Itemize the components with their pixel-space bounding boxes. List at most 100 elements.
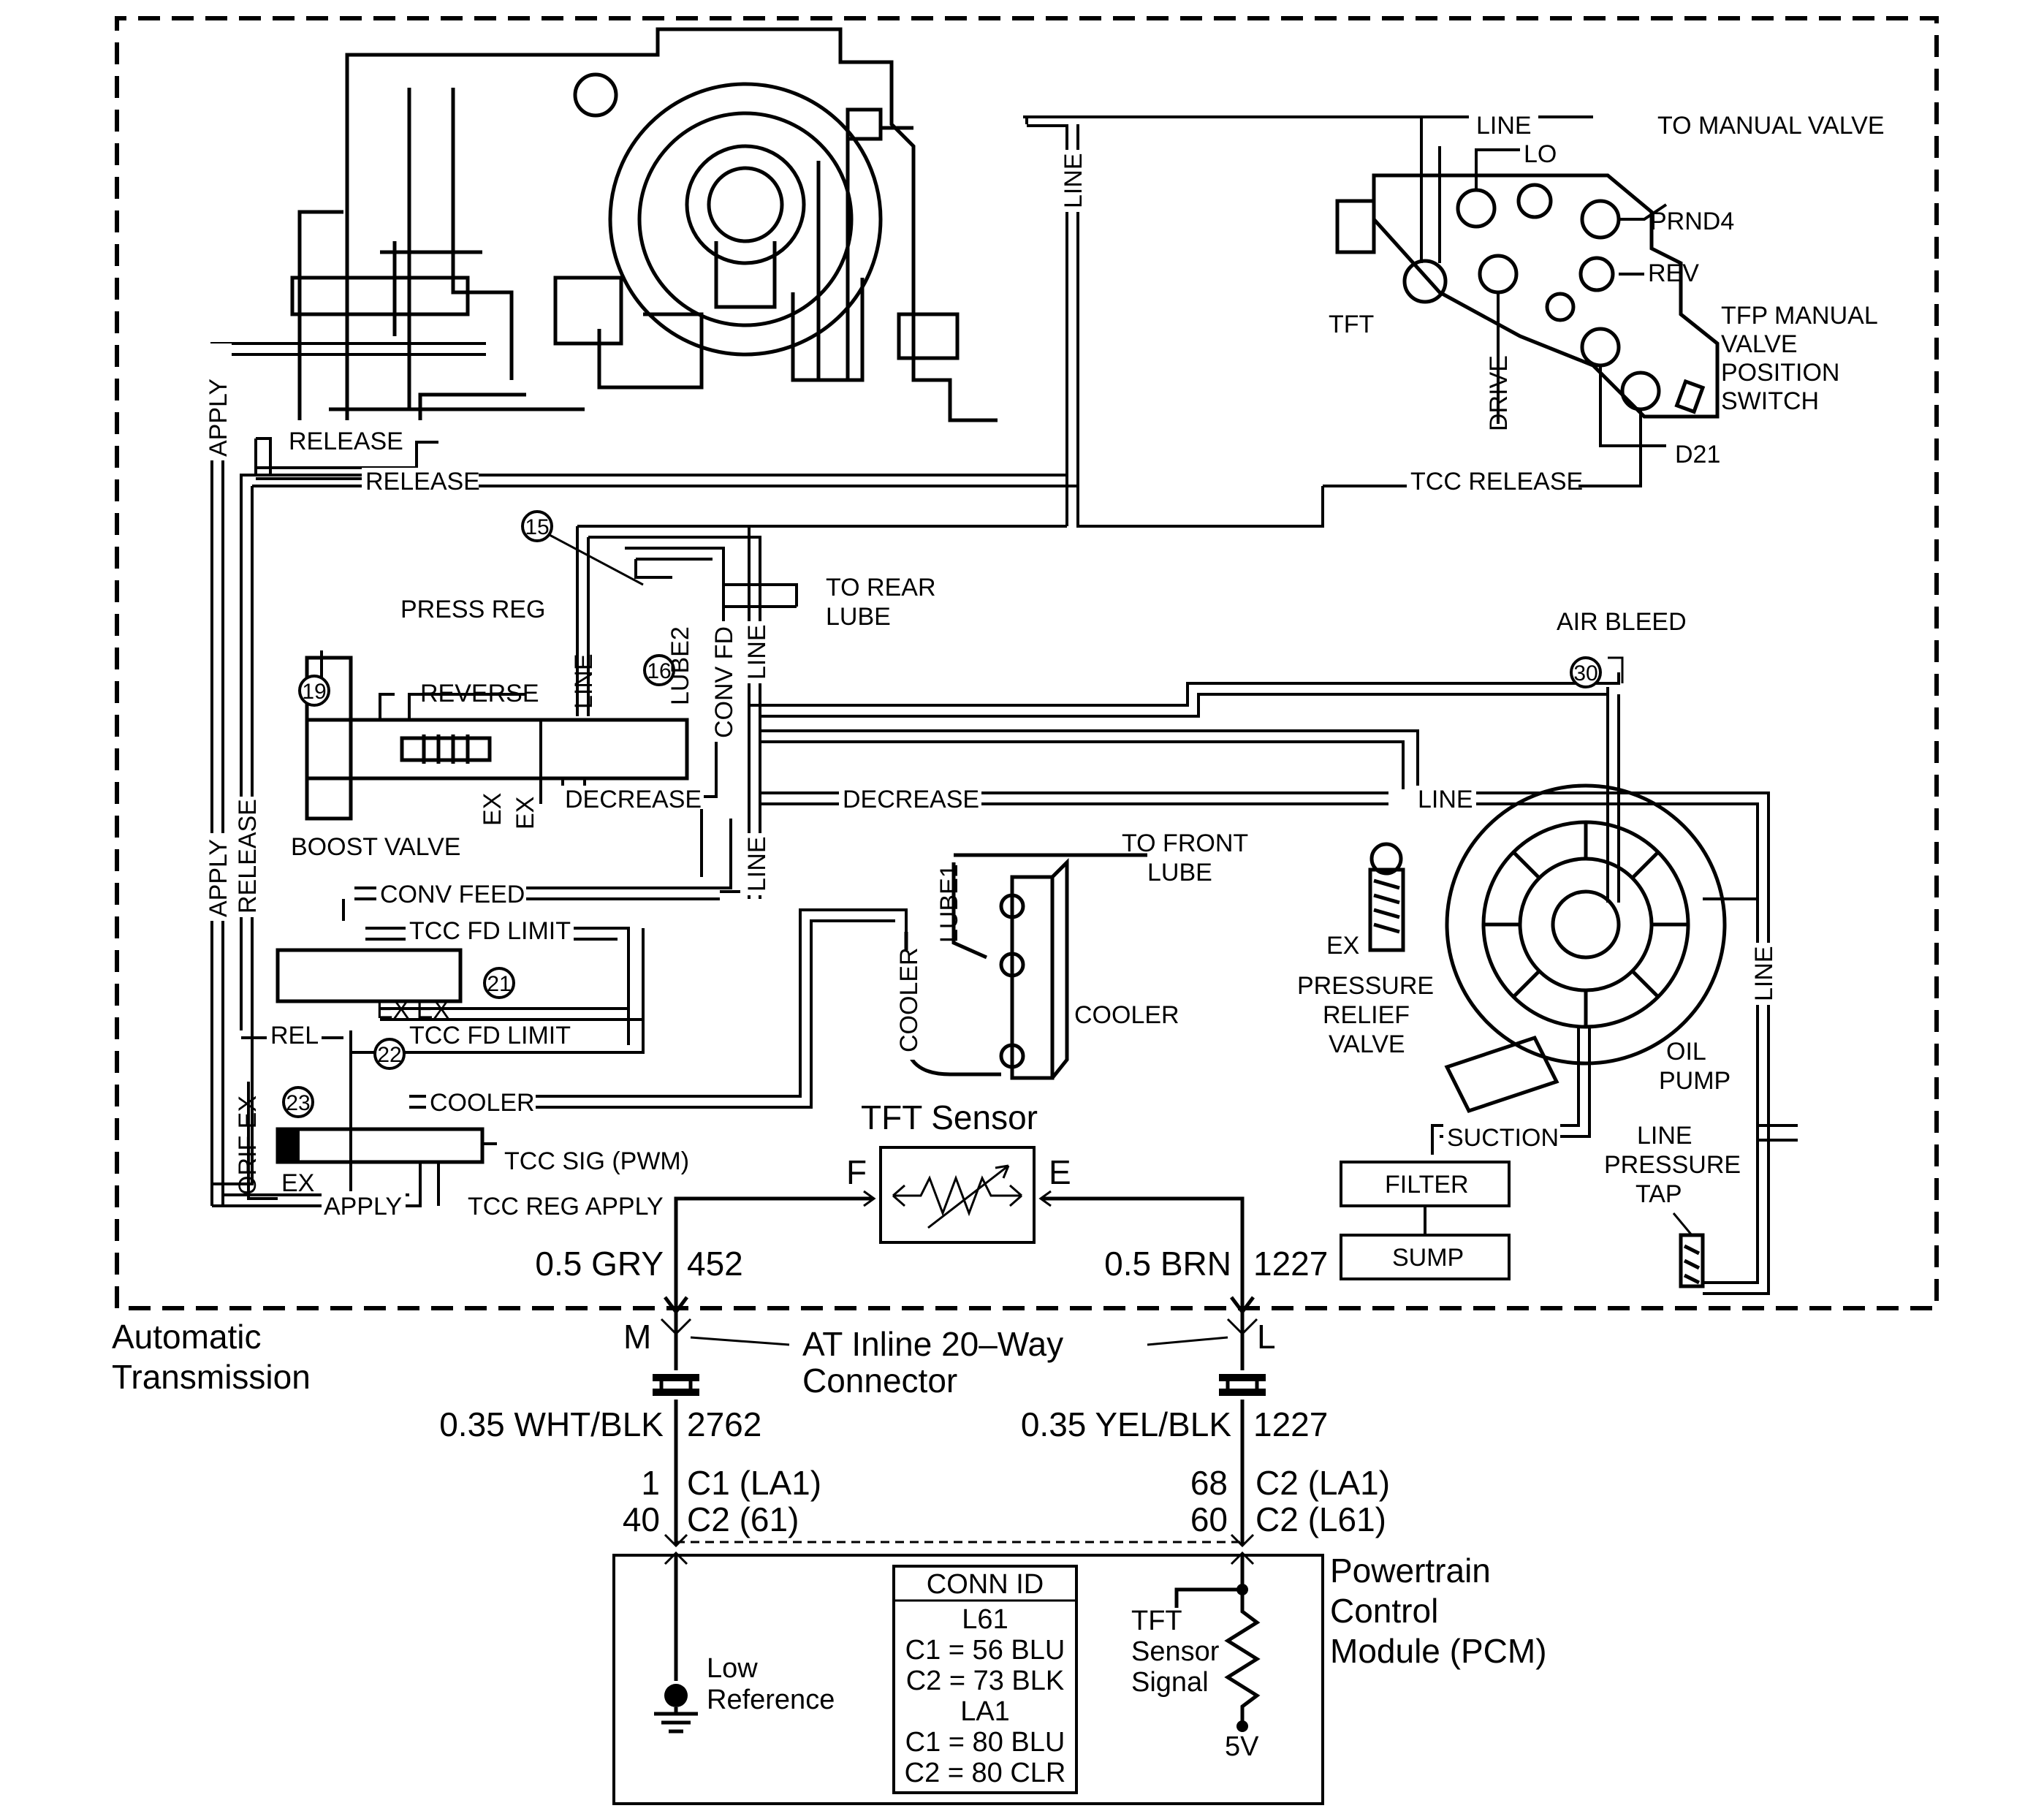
label-release-mid: RELEASE bbox=[365, 468, 480, 496]
pcm-title-3: Module (PCM) bbox=[1330, 1632, 1547, 1670]
label-ex-bottom: EX bbox=[281, 1169, 314, 1197]
low-reference-2: Reference bbox=[707, 1685, 835, 1715]
label-to-rear-lube-2: LUBE bbox=[826, 603, 891, 631]
callouts: 15 16 19 21 22 23 30 bbox=[282, 510, 1602, 1118]
wire-labels: 0.5 GRY 452 0.5 BRN 1227 M L AT Inline 2… bbox=[112, 1245, 1390, 1538]
label-ex-relief: EX bbox=[1326, 932, 1359, 960]
pcm-right-pin-2: 60 bbox=[1190, 1500, 1228, 1538]
label-tft: TFT bbox=[1329, 311, 1374, 338]
label-line-pressure-tap-1: LINE bbox=[1637, 1122, 1692, 1150]
label-line-pressure-tap-3: TAP bbox=[1635, 1180, 1682, 1208]
label-orif-ex: ORIF EX bbox=[234, 1096, 262, 1195]
label-reverse: REVERSE bbox=[420, 680, 539, 707]
connector-label-1: AT Inline 20–Way bbox=[802, 1325, 1063, 1363]
hydraulic-labels: LINE TO MANUAL VALVE LO PRND4 REV TFT DR… bbox=[201, 110, 1894, 1272]
label-line-right: LINE bbox=[1418, 786, 1473, 813]
tft-signal-2: Sensor bbox=[1131, 1636, 1220, 1667]
label-line-vertical: LINE bbox=[1060, 153, 1087, 208]
connector-pin-m: M bbox=[623, 1318, 651, 1356]
label-tfp-switch-1: TFP MANUAL bbox=[1721, 302, 1878, 330]
label-ex-2: EX bbox=[512, 797, 539, 829]
pcm-left-pin-1: 1 bbox=[641, 1464, 660, 1502]
label-to-manual-valve: TO MANUAL VALVE bbox=[1657, 112, 1885, 140]
tfp-manual-valve-switch bbox=[1023, 115, 1720, 487]
pcm-right-pin-1: 68 bbox=[1190, 1464, 1228, 1502]
label-cooler-vertical: COOLER bbox=[895, 947, 923, 1052]
voltage-5v: 5V bbox=[1225, 1731, 1259, 1762]
transmission-label-1: Automatic bbox=[112, 1318, 262, 1356]
label-tcc-sig: TCC SIG (PWM) bbox=[504, 1147, 689, 1175]
label-line-conv: LINE bbox=[743, 624, 771, 680]
label-pressure-relief-1: PRESSURE bbox=[1297, 972, 1434, 1000]
label-line-far-right: LINE bbox=[1750, 946, 1778, 1001]
label-conv-fd: CONV FD bbox=[710, 626, 738, 738]
label-drive: DRIVE bbox=[1485, 355, 1513, 431]
tft-signal-1: TFT bbox=[1131, 1606, 1182, 1636]
label-line-pressure-tap-2: PRESSURE bbox=[1604, 1151, 1741, 1179]
label-cooler-device: COOLER bbox=[1074, 1001, 1179, 1029]
wire-left-lower-color: 0.35 WHT/BLK bbox=[439, 1405, 664, 1443]
sensor-pin-e: E bbox=[1049, 1153, 1071, 1191]
inline-connector-left-icon bbox=[653, 1374, 699, 1396]
label-sump: SUMP bbox=[1392, 1244, 1464, 1272]
wire-left-upper-circuit: 452 bbox=[687, 1245, 743, 1283]
wire-right-lower-circuit: 1227 bbox=[1253, 1405, 1328, 1443]
conn-id-row-1: L61 bbox=[962, 1604, 1008, 1635]
label-tfp-switch-2: VALVE bbox=[1721, 330, 1798, 358]
label-lube2: LUBE2 bbox=[666, 626, 694, 705]
label-rel: REL bbox=[270, 1022, 319, 1049]
connector-label-2: Connector bbox=[802, 1362, 957, 1400]
label-line-lower: LINE bbox=[743, 836, 771, 892]
label-line-press-reg: LINE bbox=[570, 653, 598, 709]
callout-30: 30 bbox=[1573, 661, 1597, 686]
label-decrease-left: DECREASE bbox=[565, 786, 702, 813]
tft-sensor: TFT Sensor F E bbox=[846, 1098, 1071, 1244]
conn-id-row-2: C1 = 56 BLU bbox=[905, 1635, 1065, 1666]
tft-sensor-title: TFT Sensor bbox=[861, 1098, 1038, 1136]
label-suction: SUCTION bbox=[1447, 1124, 1559, 1152]
label-tfp-switch-4: SWITCH bbox=[1721, 387, 1819, 415]
tft-signal-3: Signal bbox=[1131, 1667, 1209, 1698]
pcm-right-conn-2: C2 (L61) bbox=[1255, 1500, 1386, 1538]
label-d21: D21 bbox=[1675, 441, 1720, 468]
callout-21: 21 bbox=[487, 972, 511, 996]
label-tcc-release: TCC RELEASE bbox=[1410, 468, 1583, 496]
label-conv-feed: CONV FEED bbox=[380, 881, 525, 908]
pcm-left-conn-2: C2 (61) bbox=[687, 1500, 799, 1538]
callout-22: 22 bbox=[377, 1043, 401, 1067]
pcm-interior: Low Reference CONN ID L61 C1 = 56 BLU C2… bbox=[707, 1552, 1547, 1794]
pcm-right-conn-1: C2 (LA1) bbox=[1255, 1464, 1390, 1502]
label-to-rear-lube-1: TO REAR bbox=[826, 574, 936, 601]
pcm-title-2: Control bbox=[1330, 1592, 1438, 1630]
transmission-label-2: Transmission bbox=[112, 1358, 311, 1396]
conn-id-box bbox=[892, 1565, 1078, 1794]
label-cooler-line: COOLER bbox=[430, 1089, 535, 1117]
connector-pin-l: L bbox=[1257, 1318, 1276, 1356]
label-apply-lower: APPLY bbox=[205, 839, 232, 917]
low-reference-1: Low bbox=[707, 1653, 758, 1684]
pcm-left-conn-1: C1 (LA1) bbox=[687, 1464, 821, 1502]
conn-id-row-3: C2 = 73 BLK bbox=[906, 1666, 1065, 1696]
label-lo: LO bbox=[1524, 140, 1557, 168]
wire-right-upper-color: 0.5 BRN bbox=[1104, 1245, 1231, 1283]
conn-id-header: CONN ID bbox=[927, 1569, 1044, 1600]
inline-connector-right-icon bbox=[1219, 1374, 1266, 1396]
conn-id-row-5: C1 = 80 BLU bbox=[905, 1727, 1065, 1758]
label-tcc-fd-limit-lower: TCC FD LIMIT bbox=[409, 1022, 571, 1049]
conn-id-row-6: C2 = 80 CLR bbox=[905, 1758, 1066, 1788]
label-filter: FILTER bbox=[1385, 1171, 1469, 1199]
callout-16: 16 bbox=[647, 659, 671, 683]
label-oil-pump-2: PUMP bbox=[1659, 1067, 1730, 1095]
label-prnd4: PRND4 bbox=[1650, 208, 1734, 235]
conn-id-row-4: LA1 bbox=[960, 1696, 1010, 1727]
label-to-front-lube-1: TO FRONT bbox=[1122, 829, 1248, 857]
label-release-lower: RELEASE bbox=[234, 799, 262, 914]
label-apply-upper: APPLY bbox=[205, 379, 232, 457]
label-boost-valve: BOOST VALVE bbox=[291, 833, 460, 861]
callout-15: 15 bbox=[525, 515, 549, 539]
label-to-front-lube-2: LUBE bbox=[1147, 859, 1212, 886]
thermistor-symbol bbox=[893, 1174, 1022, 1217]
callout-23: 23 bbox=[286, 1091, 310, 1115]
sensor-pin-f: F bbox=[846, 1153, 867, 1191]
